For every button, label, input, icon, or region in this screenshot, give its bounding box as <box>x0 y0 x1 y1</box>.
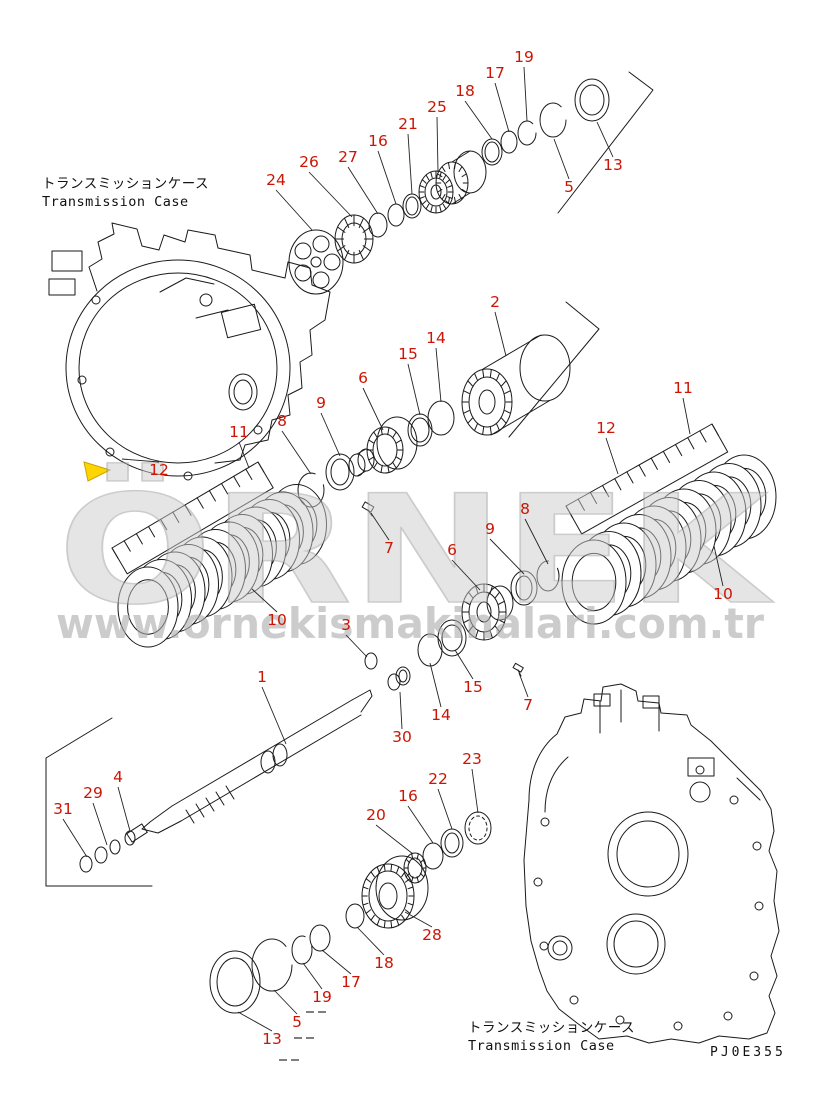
part-number-label-11: 11 <box>229 423 249 441</box>
part-number-label-28: 28 <box>422 926 442 944</box>
part-number-label-10: 10 <box>713 585 733 603</box>
clutch-pack-right-drawing <box>561 454 777 625</box>
part-number-label-18: 18 <box>374 954 394 972</box>
part-number-label-15: 15 <box>398 345 418 363</box>
upper-parts-row-drawing <box>288 71 654 295</box>
part-number-label-15: 15 <box>463 678 483 696</box>
watermark-brand-text: ÖRNEK <box>58 462 774 638</box>
part-number-label-8: 8 <box>520 500 530 518</box>
part-number-label-17: 17 <box>341 973 361 991</box>
part-number-label-29: 29 <box>83 784 103 802</box>
part-number-label-8: 8 <box>277 412 287 430</box>
part-number-label-22: 22 <box>428 770 448 788</box>
part-number-label-26: 26 <box>299 153 319 171</box>
part-number-label-24: 24 <box>266 171 286 189</box>
part-number-label-10: 10 <box>267 611 287 629</box>
rear-case-drawing <box>523 683 780 1044</box>
part-number-label-30: 30 <box>392 728 412 746</box>
caption-bottom-english: Transmission Case <box>468 1038 615 1054</box>
part-number-label-23: 23 <box>462 750 482 768</box>
caption-bottom-japanese: トランスミッションケース <box>468 1020 635 1036</box>
part-number-label-18: 18 <box>455 82 475 100</box>
part-number-label-12: 12 <box>596 419 616 437</box>
part-number-label-13: 13 <box>603 156 623 174</box>
yellow-highlight-mark <box>83 461 112 482</box>
part-number-label-27: 27 <box>338 148 358 166</box>
watermark-url-text: www.ornekismakinalari.com.tr <box>56 599 764 648</box>
stray-dash-marks <box>279 1011 326 1061</box>
clutch-retainer-bands-drawing <box>111 423 729 575</box>
watermark: ÖRNEK www.ornekismakinalari.com.tr <box>56 461 774 648</box>
part-number-label-4: 4 <box>113 768 123 786</box>
part-number-label-20: 20 <box>366 806 386 824</box>
part-number-label-19: 19 <box>312 988 332 1006</box>
part-number-label-16: 16 <box>398 787 418 805</box>
part-number-label-1: 1 <box>257 668 267 686</box>
part-number-label-7: 7 <box>523 696 533 714</box>
part-number-label-31: 31 <box>53 800 73 818</box>
part-number-label-14: 14 <box>426 329 446 347</box>
part-number-label-6: 6 <box>358 369 368 387</box>
part-number-label-11: 11 <box>673 379 693 397</box>
part-number-label-17: 17 <box>485 64 505 82</box>
caption-top-english: Transmission Case <box>42 194 189 210</box>
part-number-label-12: 12 <box>149 461 169 479</box>
part-number-label-21: 21 <box>398 115 418 133</box>
part-number-label-7: 7 <box>384 539 394 557</box>
lower-clutch-hub-chain-drawing <box>364 560 560 691</box>
part-number-label-5: 5 <box>292 1013 302 1031</box>
part-number-label-13: 13 <box>262 1030 282 1048</box>
clutch-pack-left-drawing <box>117 484 327 648</box>
front-case-drawing <box>48 222 331 481</box>
part-number-label-2: 2 <box>490 293 500 311</box>
upper-clutch-hub-chain-drawing <box>297 301 600 517</box>
part-number-label-5: 5 <box>564 178 574 196</box>
part-number-label-19: 19 <box>514 48 534 66</box>
part-number-label-14: 14 <box>431 706 451 724</box>
part-number-label-9: 9 <box>316 394 326 412</box>
part-number-label-3: 3 <box>341 616 351 634</box>
drawing-code: PJ0E355 <box>710 1045 786 1060</box>
part-number-label-6: 6 <box>447 541 457 559</box>
part-number-labels: 1917182521162726241352141569811121112896… <box>53 48 733 1048</box>
part-number-label-16: 16 <box>368 132 388 150</box>
part-number-label-9: 9 <box>485 520 495 538</box>
caption-top-japanese: トランスミッションケース <box>42 176 209 192</box>
part-number-label-25: 25 <box>427 98 447 116</box>
